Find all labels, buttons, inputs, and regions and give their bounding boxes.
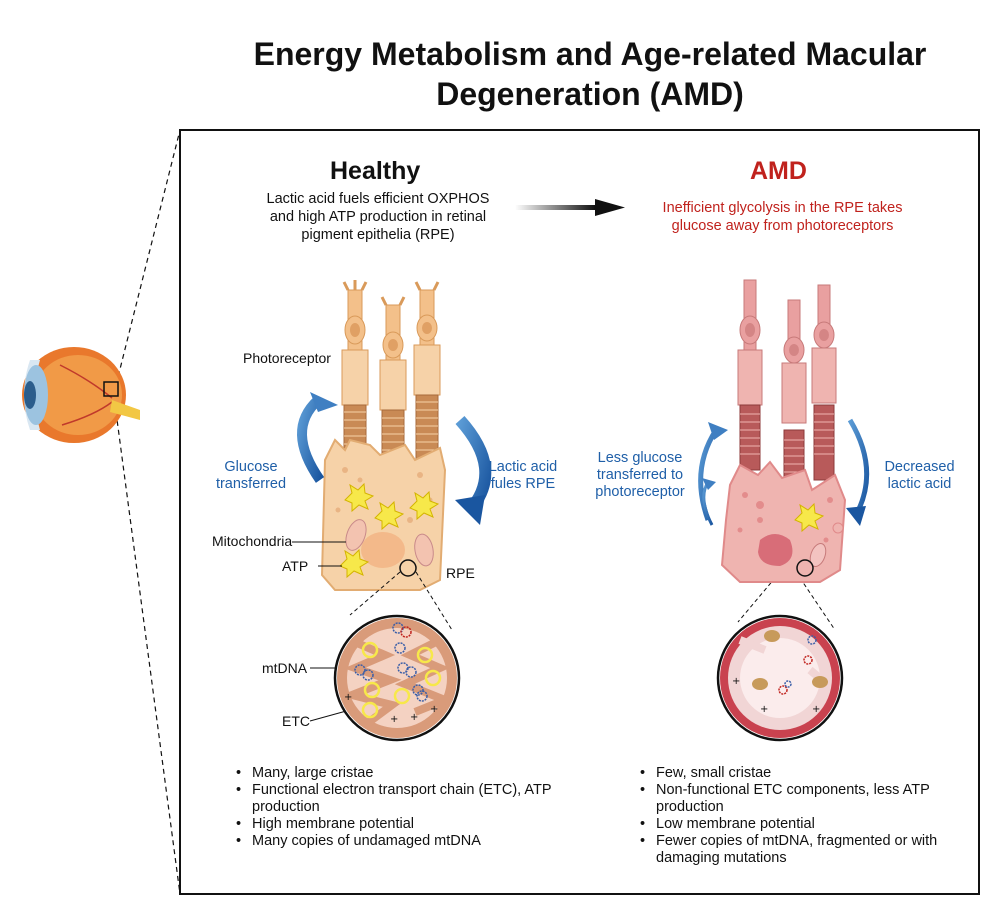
decreased-line-2: lactic acid [887,476,952,492]
amd-bullet-2: Non-functional ETC components, less ATP … [640,782,956,816]
glucose-label-line-2: transferred [215,476,287,492]
zoom-box [103,381,119,397]
healthy-bullet-3: High membrane potential [236,816,552,833]
svg-text:+: + [732,676,740,687]
healthy-mitochondrion-zoom: + + + + + + + + [333,614,461,742]
less-glucose-arrow [698,428,719,521]
panel-frame [179,129,980,895]
photoreceptor-label: Photoreceptor [243,350,331,366]
title-line-1: Energy Metabolism and Age-related Macula… [253,36,927,72]
atp-label: ATP [282,558,309,574]
svg-text:+: + [344,692,352,703]
amd-bullet-3: Low membrane potential [640,816,956,833]
transition-arrow [515,199,625,216]
svg-text:+: + [430,704,438,715]
svg-text:+: + [390,714,398,725]
amd-bullet-list: Few, small cristae Non-functional ETC co… [638,765,956,867]
healthy-heading: Healthy [330,157,421,185]
healthy-description-line-3: pigment epithelia (RPE) [301,227,455,243]
decreased-line-1: Decreased [884,459,955,475]
glucose-transferred-label: Glucose transferred [206,459,296,493]
less-glucose-line-2: transferred to [596,467,684,483]
rpe-label: RPE [446,565,475,581]
healthy-bullet-2: Functional electron transport chain (ETC… [236,782,552,816]
healthy-description: Lactic acid fuels efficient OXPHOS and h… [248,190,508,244]
decreased-lactic-label: Decreased lactic acid [872,459,967,493]
etc-label: ETC [282,713,310,729]
amd-mitochondrion-zoom: + + + + [716,614,844,742]
lactic-label-line-1: Lactic acid [488,459,558,475]
healthy-rpe-cell [320,438,447,591]
zoom-line-top [115,129,181,386]
less-glucose-line-1: Less glucose [597,450,683,466]
svg-text:+: + [760,704,768,715]
mitochondria-label: Mitochondria [212,533,293,549]
amd-photoreceptor-1 [737,279,763,471]
healthy-bullet-list: Many, large cristae Functional electron … [234,765,552,850]
amd-bullet-4: Fewer copies of mtDNA, fragmented or wit… [640,833,956,867]
amd-rpe-cell [720,460,847,583]
eye-icon [22,347,140,443]
amd-description-line-2: glucose away from photoreceptors [671,218,894,234]
amd-bullet-1: Few, small cristae [640,765,956,782]
amd-heading: AMD [750,157,807,185]
title-line-2: Degeneration (AMD) [436,76,744,112]
healthy-bullet-4: Many copies of undamaged mtDNA [236,833,552,850]
healthy-bullet-1: Many, large cristae [236,765,552,782]
glucose-arrow [297,396,325,483]
amd-photoreceptor-3 [811,284,837,481]
svg-text:+: + [410,712,418,723]
lactic-label-line-2: fules RPE [490,476,556,492]
less-glucose-label: Less glucose transferred to photorecepto… [585,450,695,501]
figure-title: Energy Metabolism and Age-related Macula… [180,34,1000,114]
healthy-description-line-2: and high ATP production in retinal [269,209,487,225]
amd-description-line-1: Inefficient glycolysis in the RPE takes [662,200,903,216]
decreased-lactic-arrow [847,418,870,517]
healthy-description-line-1: Lactic acid fuels efficient OXPHOS [266,191,490,207]
less-glucose-line-3: photoreceptor [595,484,685,500]
amd-description: Inefficient glycolysis in the RPE takes … [640,199,925,235]
lactic-acid-label: Lactic acid fules RPE [478,459,568,493]
glucose-label-line-1: Glucose [224,459,278,475]
amd-photoreceptors [737,279,837,501]
svg-text:+: + [812,704,820,715]
zoom-line-bottom [115,411,181,895]
mtdna-label: mtDNA [262,660,308,676]
photoreceptor-1 [341,280,369,466]
